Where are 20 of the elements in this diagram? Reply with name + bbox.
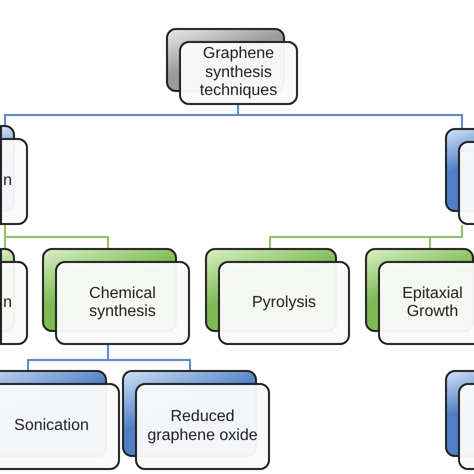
node-label: n (3, 294, 12, 312)
node-label: n (3, 172, 12, 191)
stacked-card (0, 370, 120, 470)
node-label: Epitaxial Growth (401, 284, 464, 322)
node-label: Sonication (14, 417, 89, 436)
connector-line (107, 345, 191, 370)
stacked-card (166, 28, 298, 105)
connector-line (429, 225, 463, 248)
stacked-card (42, 248, 190, 345)
connector-line (237, 105, 463, 128)
connector-line (4, 225, 109, 248)
stacked-card (365, 248, 474, 345)
node-label: Chemical synthesis (88, 284, 157, 322)
node-label: Reduced graphene oxide (146, 408, 259, 445)
stacked-card (0, 125, 28, 225)
node-label: Pyrolysis (252, 294, 316, 312)
stacked-card (122, 370, 270, 470)
node-label: Graphene synthesis techniques (198, 45, 278, 101)
stacked-card (0, 248, 28, 345)
stacked-card (205, 248, 350, 345)
